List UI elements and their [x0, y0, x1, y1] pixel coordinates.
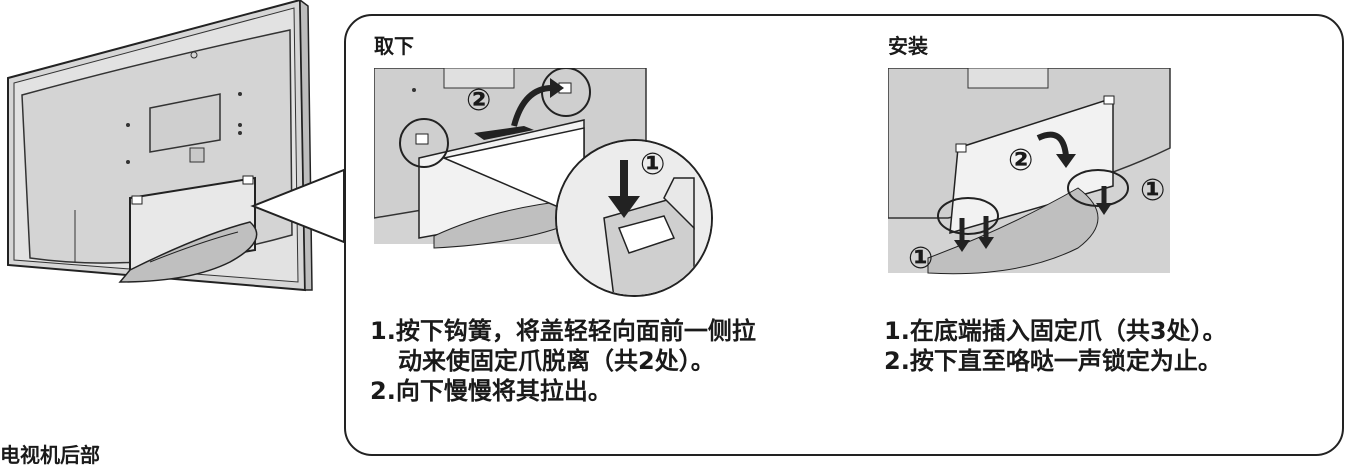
removal-step-2: 2.向下慢慢将其拉出。	[370, 377, 612, 405]
removal-steps: 1.按下钩簧，将盖轻轻向面前一侧拉 动来使固定爪脱离（共2处）。 2.向下慢慢将…	[370, 316, 756, 406]
install-marker-2: ②	[1008, 143, 1034, 178]
tv-rear-illustration	[7, 0, 313, 292]
removal-illustration	[374, 68, 713, 297]
removal-marker-2: ②	[466, 83, 492, 118]
install-steps: 1.在底端插入固定爪（共3处）。 2.按下直至咯哒一声锁定为止。	[884, 316, 1227, 376]
install-marker-1-left: ①	[908, 241, 934, 276]
install-step-2: 2.按下直至咯哒一声锁定为止。	[884, 347, 1222, 375]
install-marker-1-right: ①	[1140, 173, 1166, 208]
removal-heading: 取下	[374, 34, 414, 58]
removal-step-1-cont: 动来使固定爪脱离（共2处）。	[398, 347, 715, 375]
removal-step-1: 1.按下钩簧，将盖轻轻向面前一侧拉	[370, 317, 756, 345]
removal-marker-1: ①	[640, 147, 666, 182]
install-illustration	[888, 68, 1171, 275]
zoom-callout-wedge	[250, 168, 345, 244]
install-step-1: 1.在底端插入固定爪（共3处）。	[884, 317, 1227, 345]
tv-rear-caption: 电视机后部	[0, 443, 100, 467]
install-heading: 安装	[888, 34, 928, 58]
